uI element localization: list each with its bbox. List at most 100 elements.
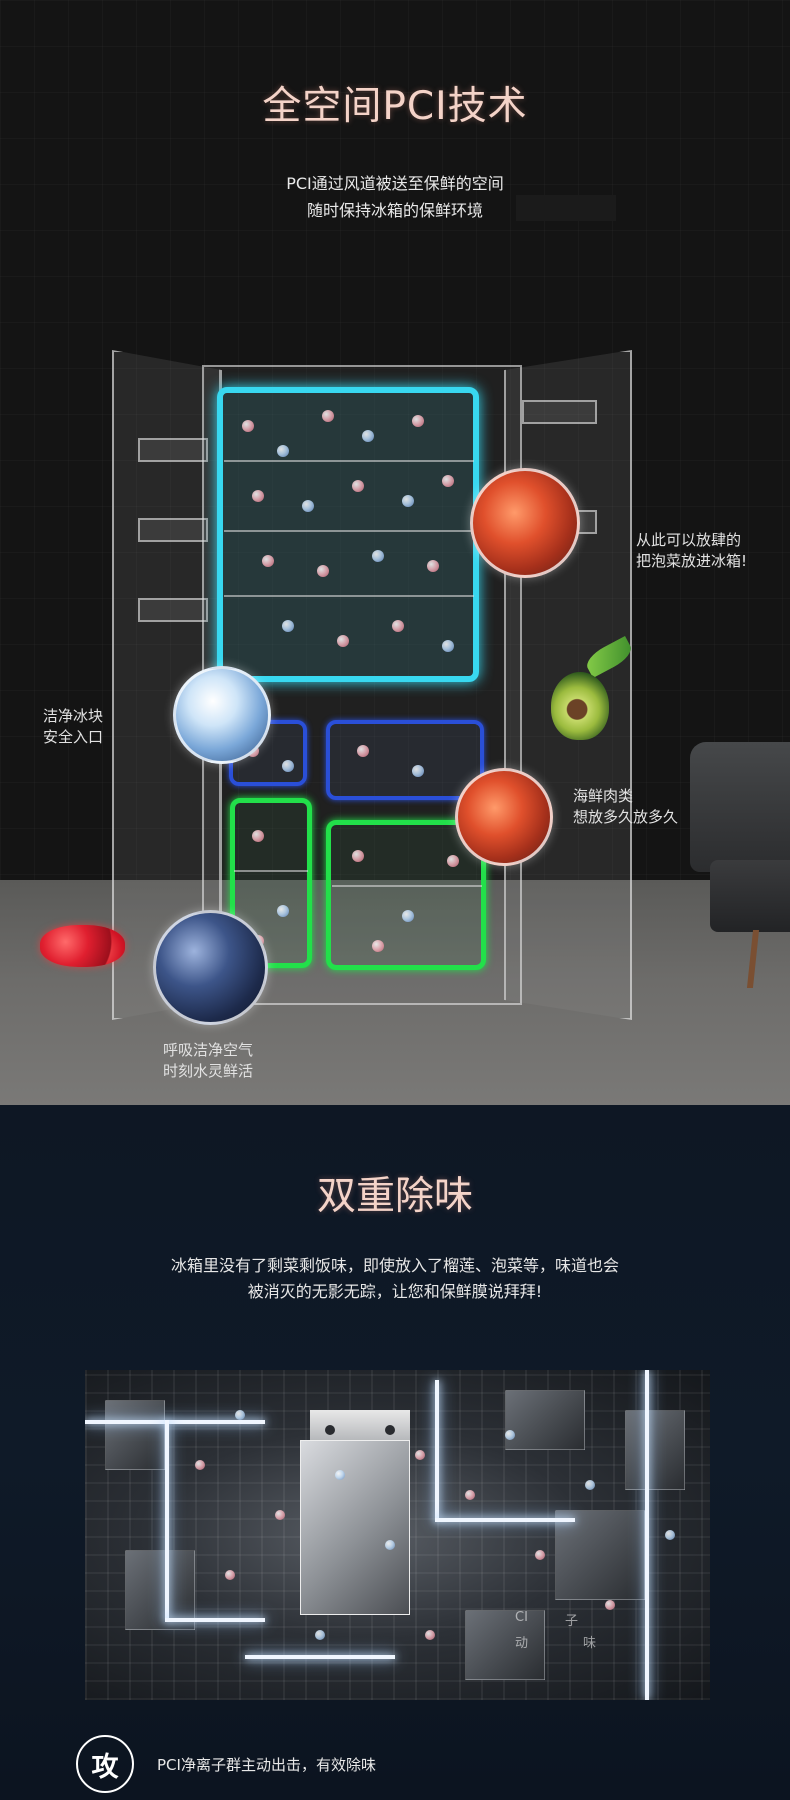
annotation-ice: 洁净冰块 安全入口 [43,706,103,748]
floor-background [0,880,790,1105]
neon-line [245,1655,395,1659]
sofa-icon [690,742,790,1002]
pci-ion-bubble [195,1460,205,1470]
pci-subtitle-line1: PCI通过风道被送至保鲜的空间 [286,174,504,193]
section-title-pci: 全空间PCI技术 [262,84,528,129]
cube-block [625,1410,685,1490]
pci-ion-bubble [372,940,384,952]
pci-ion-bubble [262,555,274,567]
pomegranate-icon [40,925,125,967]
plate-hole [385,1425,395,1435]
ice-cube-photo-icon [173,666,271,764]
pci-ion-bubble [415,1450,425,1460]
pci-ion-bubble [302,500,314,512]
pci-ion-bubble [392,620,404,632]
neon-line [165,1618,265,1622]
pci-ion-bubble [505,1430,515,1440]
pci-ion-bubble [372,550,384,562]
deodorize-description-line1: 冰箱里没有了剩菜剩饭味，即使放入了榴莲、泡菜等，味道也会 [170,1256,619,1275]
pci-ion-bubble [317,565,329,577]
pci-ion-bubble [277,445,289,457]
annotation-line: 从此可以放肆的 [636,531,742,549]
section-title-deodorize: 双重除味 [316,1174,473,1219]
pci-ion-bubble [357,745,369,757]
fridge-zone-green-right [326,820,486,970]
pci-ion-bubble [235,1410,245,1420]
pci-ion-bubble [535,1550,545,1560]
pci-ion-bubble [282,620,294,632]
deodorize-description-line2: 被消灭的无影无踪，让您和保鲜膜说拜拜! [247,1282,543,1301]
annotation-line: 洁净冰块 [43,707,104,725]
fridge-shelf [224,530,474,532]
neon-line [645,1370,649,1700]
pci-ion-bubble [402,495,414,507]
pci-ion-bubble [442,475,454,487]
cube-block [465,1610,545,1680]
neon-line [435,1380,439,1520]
pci-ion-bubble [362,430,374,442]
pci-ion-bubble [282,760,294,772]
door-shelf [138,438,208,462]
fridge-shelf [332,885,482,887]
door-shelf [138,598,208,622]
neon-line [85,1420,265,1424]
pci-ion-bubble [442,640,454,652]
pci-ion-bubble [277,905,289,917]
panel-label: 动 [515,1636,529,1651]
pci-ion-bubble [275,1510,285,1520]
pci-ion-bubble [585,1480,595,1490]
fridge-shelf [224,460,474,462]
cube-block [105,1400,165,1470]
fridge-zone-blue-right [326,720,484,800]
annotation-line: 呼吸洁净空气 [163,1041,254,1059]
pci-ion-bubble [402,910,414,922]
pci-subtitle-line2: 随时保持冰箱的保鲜环境 [306,201,483,220]
annotation-line: 时刻水灵鲜活 [163,1062,254,1080]
annotation-fresh-air: 呼吸洁净空气 时刻水灵鲜活 [163,1040,253,1082]
pci-ion-bubble [225,1570,235,1580]
shrimp-photo-icon [470,468,580,578]
deodorize-illustration: CI 子 动 味 [85,1370,710,1700]
attack-badge-text: PCI净离子群主动出击，有效除味 [157,1756,376,1774]
pci-ion-bubble [447,855,459,867]
door-shelf [522,400,597,424]
blueberry-photo-icon [153,910,268,1025]
pci-ion-bubble [352,480,364,492]
pci-ion-bubble [315,1630,325,1640]
pci-section: 全空间PCI技术 PCI通过风道被送至保鲜的空间 随时保持冰箱的保鲜环境 [0,0,790,1105]
annotation-line: 安全入口 [43,728,104,746]
fridge-shelf [234,870,308,872]
attack-badge-icon: 攻 [76,1735,134,1793]
pci-ion-bubble [335,1470,345,1480]
panel-label: 味 [583,1636,597,1651]
subtitle-dark-bar [516,195,616,221]
pci-ion-bubble [665,1530,675,1540]
fridge-shelf [224,595,474,597]
pci-ion-bubble [427,560,439,572]
pci-ion-bubble [412,765,424,777]
cube-block [505,1390,585,1450]
panel-label: CI [515,1610,528,1625]
pci-ion-bubble [412,415,424,427]
plate-hole [325,1425,335,1435]
annotation-line: 想放多久放多久 [573,808,679,826]
pci-ion-bubble [322,410,334,422]
avocado-icon [551,672,609,740]
panel-label: 子 [565,1614,579,1629]
pci-ion-bubble [252,830,264,842]
door-shelf [138,518,208,542]
deodorize-section: 双重除味 冰箱里没有了剩菜剩饭味，即使放入了榴莲、泡菜等，味道也会 被消灭的无影… [0,1105,790,1800]
pci-ion-bubble [252,490,264,502]
pci-ion-bubble [465,1490,475,1500]
pci-ion-bubble [425,1630,435,1640]
pci-ion-bubble [605,1600,615,1610]
neon-line [435,1518,575,1522]
shrimp-photo-icon [455,768,553,866]
annotation-line: 把泡菜放进冰箱! [636,552,748,570]
metal-plate [300,1440,410,1615]
annotation-seafood: 海鲜肉类 想放多久放多久 [573,786,678,828]
pci-ion-bubble [352,850,364,862]
neon-line [165,1420,169,1620]
pci-ion-bubble [385,1540,395,1550]
cube-block [125,1550,195,1630]
